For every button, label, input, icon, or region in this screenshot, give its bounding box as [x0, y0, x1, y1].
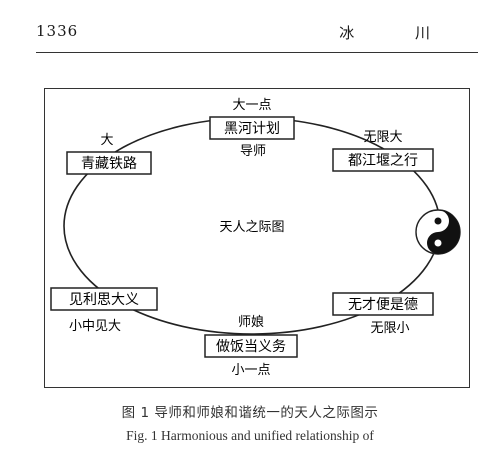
figure-caption-english: Fig. 1 Harmonious and unified relationsh… [126, 428, 374, 443]
label-top-left-above: 大 [100, 133, 113, 148]
figure-caption-chinese: 图 1 导师和师娘和谐统一的天人之际图示 [121, 405, 379, 421]
label-top-below: 导师 [240, 144, 266, 159]
label-bottom-below: 小一点 [231, 363, 270, 378]
node-bottom-right-label: 无才便是德 [348, 297, 418, 313]
node-bottom: 做饭当义务 [204, 334, 298, 358]
label-bottom-left-below: 小中见大 [69, 319, 121, 334]
label-bottom-right-below: 无限小 [370, 321, 409, 336]
node-bottom-right: 无才便是德 [332, 292, 434, 316]
page-header: 1336 冰 川 [36, 22, 466, 46]
node-top-left: 青藏铁路 [66, 151, 152, 175]
node-top-right: 都江堰之行 [332, 148, 434, 172]
node-bottom-left: 见利思大义 [50, 287, 158, 311]
figure-frame: 黑河计划 青藏铁路 都江堰之行 见利思大义 无才便是德 做饭当义务 天人之际图 … [44, 88, 470, 388]
label-bottom-above: 师娘 [238, 315, 264, 330]
node-top-right-label: 都江堰之行 [348, 153, 418, 169]
page-number: 1336 [36, 22, 79, 40]
node-top-left-label: 青藏铁路 [81, 156, 137, 172]
header-rule [36, 52, 478, 53]
node-top: 黑河计划 [209, 116, 295, 140]
journal-name: 冰 川 [339, 24, 458, 42]
node-bottom-left-label: 见利思大义 [69, 292, 139, 308]
node-top-label: 黑河计划 [224, 121, 280, 137]
node-bottom-label: 做饭当义务 [216, 339, 286, 355]
label-top-right-above: 无限大 [363, 130, 402, 145]
label-top-above: 大一点 [232, 98, 271, 113]
diagram-canvas: 黑河计划 青藏铁路 都江堰之行 见利思大义 无才便是德 做饭当义务 天人之际图 … [50, 98, 461, 378]
yin-yang-icon [415, 209, 461, 255]
center-label: 天人之际图 [219, 220, 284, 235]
